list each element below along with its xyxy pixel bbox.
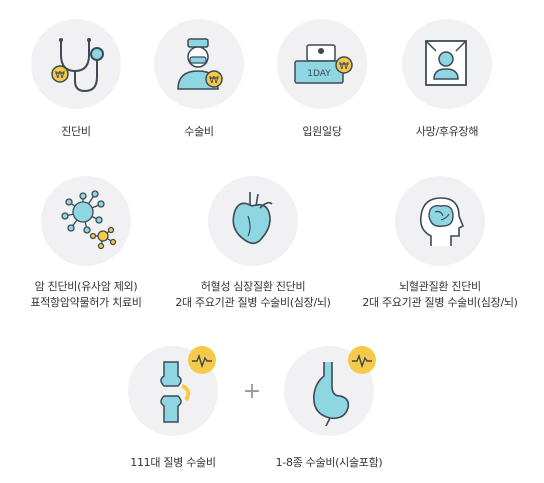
virus-icon	[61, 190, 117, 250]
coverage-label: 1-8종 수술비(시술포함)	[275, 456, 383, 469]
coverage-label: 허혈성 심장질환 진단비 2대 주요기관 질병 수술비(심장/뇌)	[175, 279, 331, 311]
stomach-icon	[313, 346, 376, 427]
icon-circle	[41, 176, 131, 266]
icon-circle: ₩	[31, 19, 121, 109]
portrait-frame-icon	[425, 40, 467, 86]
surgeon-icon: ₩	[177, 38, 223, 90]
icon-circle	[402, 19, 492, 109]
coverage-label-line: 표적항암약물허가 치료비	[30, 296, 142, 309]
coverage-label: 입원일당	[302, 125, 342, 138]
plus-sign: +	[242, 379, 262, 404]
icon-circle	[395, 176, 485, 266]
coverage-label: 수술비	[184, 125, 214, 138]
coverage-label: 111대 질병 수술비	[130, 456, 216, 469]
coverage-label: 암 진단비(유사암 제외) 표적항암약물허가 치료비	[30, 279, 142, 311]
coverage-label-line: 2대 주요기관 질병 수술비(심장/뇌)	[362, 296, 518, 309]
won-symbol: ₩	[209, 75, 219, 86]
heart-icon	[232, 192, 273, 245]
coverage-label: 사망/후유장해	[415, 125, 479, 138]
won-symbol: ₩	[339, 61, 349, 72]
icon-circle	[208, 176, 298, 266]
icon-circle: ₩	[154, 19, 244, 109]
icon-circle	[284, 346, 376, 436]
stethoscope-icon: ₩	[51, 38, 104, 93]
coverage-label: 진단비	[61, 125, 91, 138]
icon-circle	[128, 346, 218, 436]
one-day-text: 1DAY	[307, 69, 331, 79]
coverage-label-line: 암 진단비(유사암 제외)	[34, 280, 138, 293]
coverage-label-line: 뇌혈관질환 진단비	[399, 280, 481, 293]
knee-joint-icon	[160, 346, 216, 423]
icon-circle: 1DAY ₩	[277, 19, 367, 109]
coverage-label: 뇌혈관질환 진단비 2대 주요기관 질병 수술비(심장/뇌)	[362, 279, 518, 311]
brain-head-icon	[419, 197, 465, 246]
coverage-label-line: 2대 주요기관 질병 수술비(심장/뇌)	[175, 296, 331, 309]
hospital-bed-icon: 1DAY ₩	[294, 44, 353, 84]
won-symbol: ₩	[55, 70, 65, 81]
coverage-label-line: 허혈성 심장질환 진단비	[200, 280, 306, 293]
